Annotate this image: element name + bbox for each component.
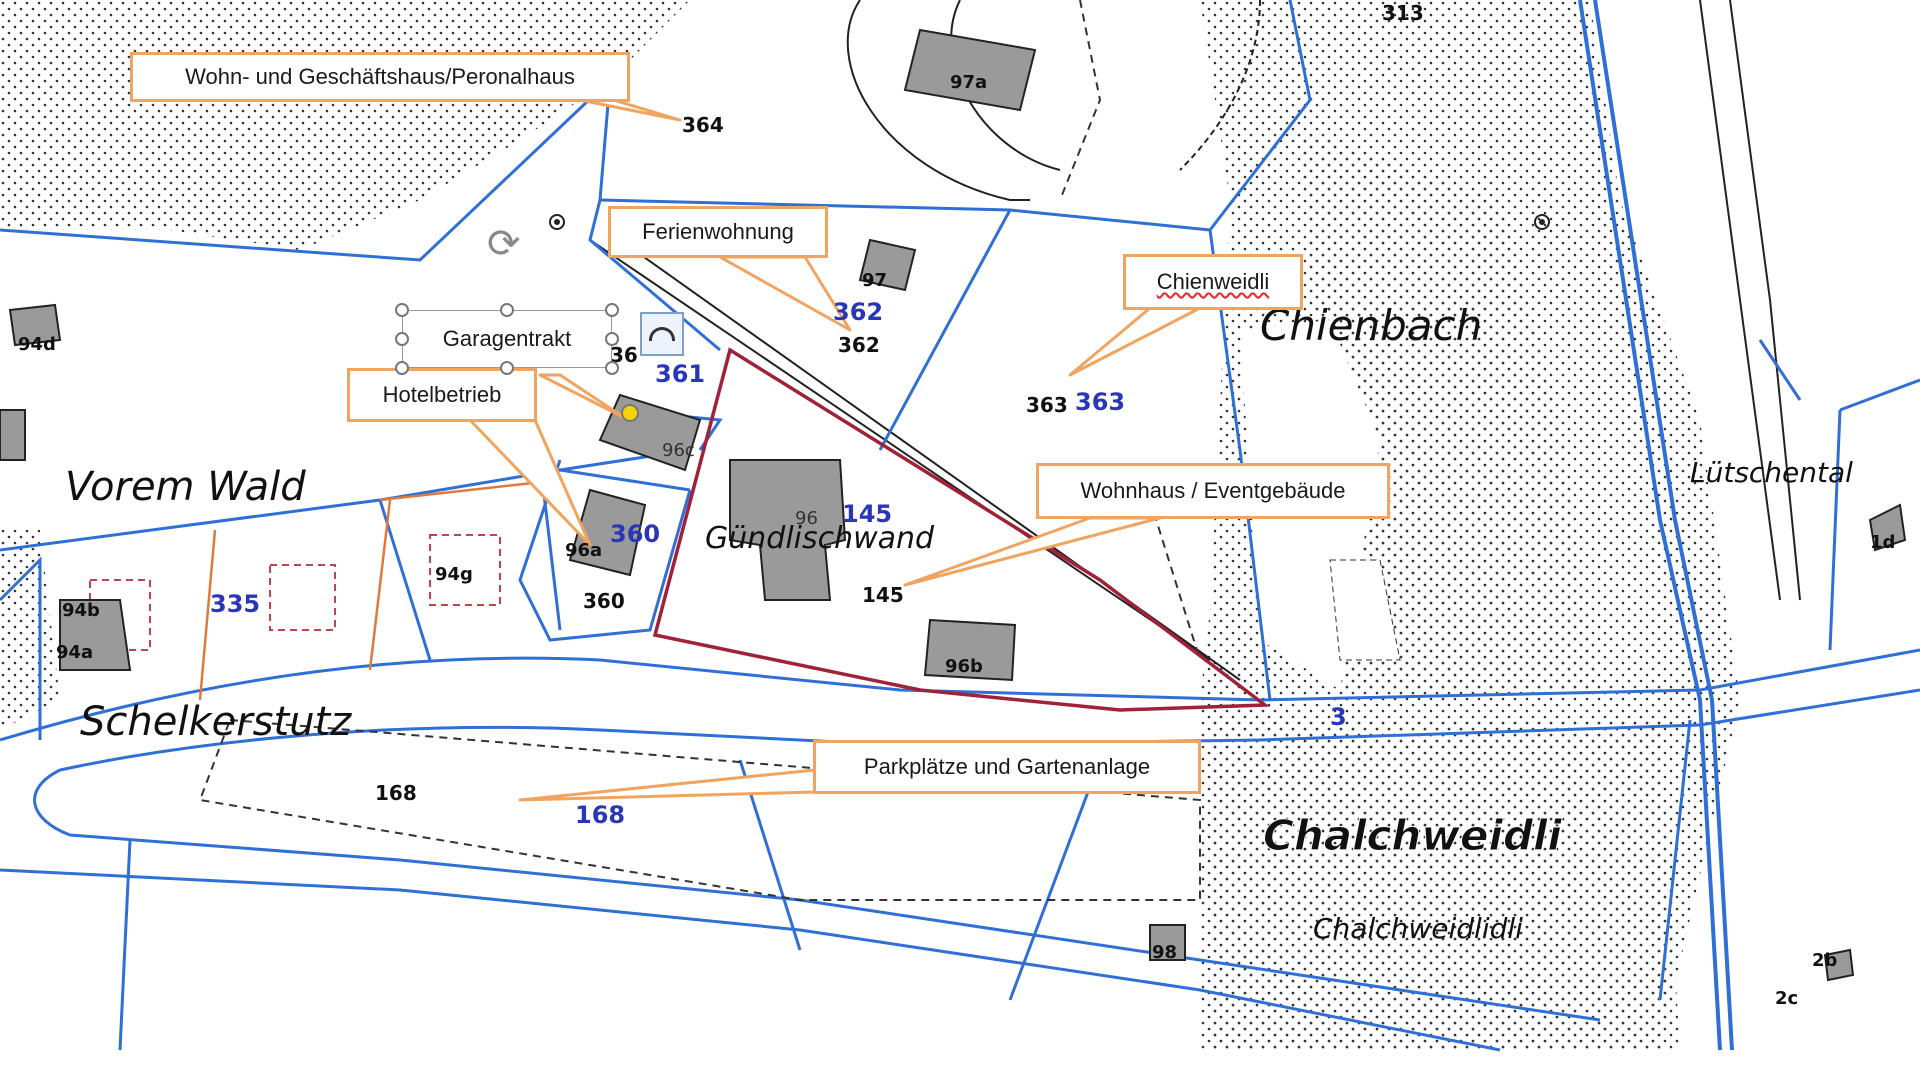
parcel-3-blue: 3 [1330, 703, 1347, 731]
forest-area-west-lower [0, 530, 60, 730]
resize-handle-ml[interactable] [395, 332, 409, 346]
callout-garagentrakt[interactable]: Garagentrakt [402, 310, 612, 368]
callout-chienweidli-label: Chienweidli [1156, 269, 1270, 294]
parcel-145-blue: 145 [842, 500, 892, 528]
place-schelkerstutz: Schelkerstutz [80, 699, 352, 745]
parcel-364: 364 [682, 113, 724, 137]
resize-handle-br[interactable] [605, 361, 619, 375]
callout-chienweidli[interactable]: Chienweidli [1123, 254, 1303, 310]
parcel-168: 168 [375, 781, 417, 805]
callout-ferienwohnung[interactable]: Ferienwohnung [608, 206, 828, 258]
building-94a: 94a [56, 642, 93, 663]
parcel-361-blue: 361 [655, 360, 705, 388]
forest-area-west [0, 0, 690, 250]
parcel-362-blue: 362 [833, 298, 883, 326]
callout-garagentrakt-label: Garagentrakt [442, 326, 572, 351]
pointer-chienweidli [1068, 306, 1202, 377]
callout-hotelbetrieb-label: Hotelbetrieb [382, 382, 502, 407]
parcel-363-blue: 363 [1075, 388, 1125, 416]
building-1d: 1d [1870, 532, 1895, 553]
forest-area-east-inner [1300, 130, 1600, 690]
callout-hotelbetrieb[interactable]: Hotelbetrieb [347, 368, 537, 422]
parcel-168-blue: 168 [575, 801, 625, 829]
main-road-south-edge [59, 688, 1920, 772]
pointer-park [518, 768, 817, 802]
callout-parkplaetze-gartenanlage[interactable]: Parkplätze und Gartenanlage [813, 740, 1201, 794]
place-chalchweidlidli: Chalchweidlidli [1313, 912, 1523, 945]
callout-wohnhaus-eventgebaeude-label: Wohnhaus / Eventgebäude [1080, 478, 1346, 503]
place-luetschental: Lütschental [1690, 456, 1853, 489]
building-96a: 96a [565, 540, 602, 561]
callout-wohn-geschaeftshaus[interactable]: Wohn- und Geschäftshaus/Peronalhaus [130, 52, 630, 102]
building-96: 96 [795, 508, 818, 529]
resize-handle-bl[interactable] [395, 361, 409, 375]
parcel-360-blue: 360 [610, 520, 660, 548]
place-chalchweidli: Chalchweidli [1263, 811, 1562, 860]
parcel-145: 145 [862, 583, 904, 607]
parcel-362: 362 [838, 333, 880, 357]
building-94b: 94b [62, 600, 100, 621]
callout-wohn-geschaeftshaus-label: Wohn- und Geschäftshaus/Peronalhaus [185, 64, 575, 89]
resize-handle-mr[interactable] [605, 332, 619, 346]
parcel-313: 313 [1382, 1, 1424, 25]
building-96c: 96c [662, 440, 695, 461]
resize-handle-bc[interactable] [500, 361, 514, 375]
building-94d: 94d [18, 334, 56, 355]
main-road-north-edge [0, 648, 1920, 742]
place-vorem-wald: Vorem Wald [65, 464, 306, 510]
building-97: 97 [862, 270, 887, 291]
building-2b: 2b [1812, 950, 1838, 971]
building-2c: 2c [1775, 988, 1798, 1009]
resize-handle-tl[interactable] [395, 303, 409, 317]
parcel-363: 363 [1026, 393, 1068, 417]
building-94g: 94g [435, 564, 473, 585]
project-perimeter [652, 347, 1270, 712]
survey-point-icon [549, 214, 1550, 230]
building-96b: 96b [945, 656, 983, 677]
callout-parkplaetze-gartenanlage-label: Parkplätze und Gartenanlage [863, 754, 1151, 779]
resize-handle-tc[interactable] [500, 303, 514, 317]
rotate-handle-icon[interactable]: ⟳ [487, 222, 521, 266]
building-97a: 97a [950, 72, 987, 93]
forest-area-south [1210, 720, 1680, 1050]
pointer-ferien [718, 255, 852, 332]
callout-ferienwohnung-label: Ferienwohnung [642, 219, 794, 244]
layout-options-icon[interactable] [640, 312, 684, 356]
building-98: 98 [1152, 942, 1177, 963]
place-guendlischwand: Gündlischwand [705, 521, 935, 556]
resize-handle-tr[interactable] [605, 303, 619, 317]
pointer-wohnhaus [903, 516, 1162, 587]
parcel-335-blue: 335 [210, 590, 260, 618]
pointer-garage [538, 373, 627, 420]
callout-wohnhaus-eventgebaeude[interactable]: Wohnhaus / Eventgebäude [1036, 463, 1390, 519]
parcel-360: 360 [583, 589, 625, 613]
